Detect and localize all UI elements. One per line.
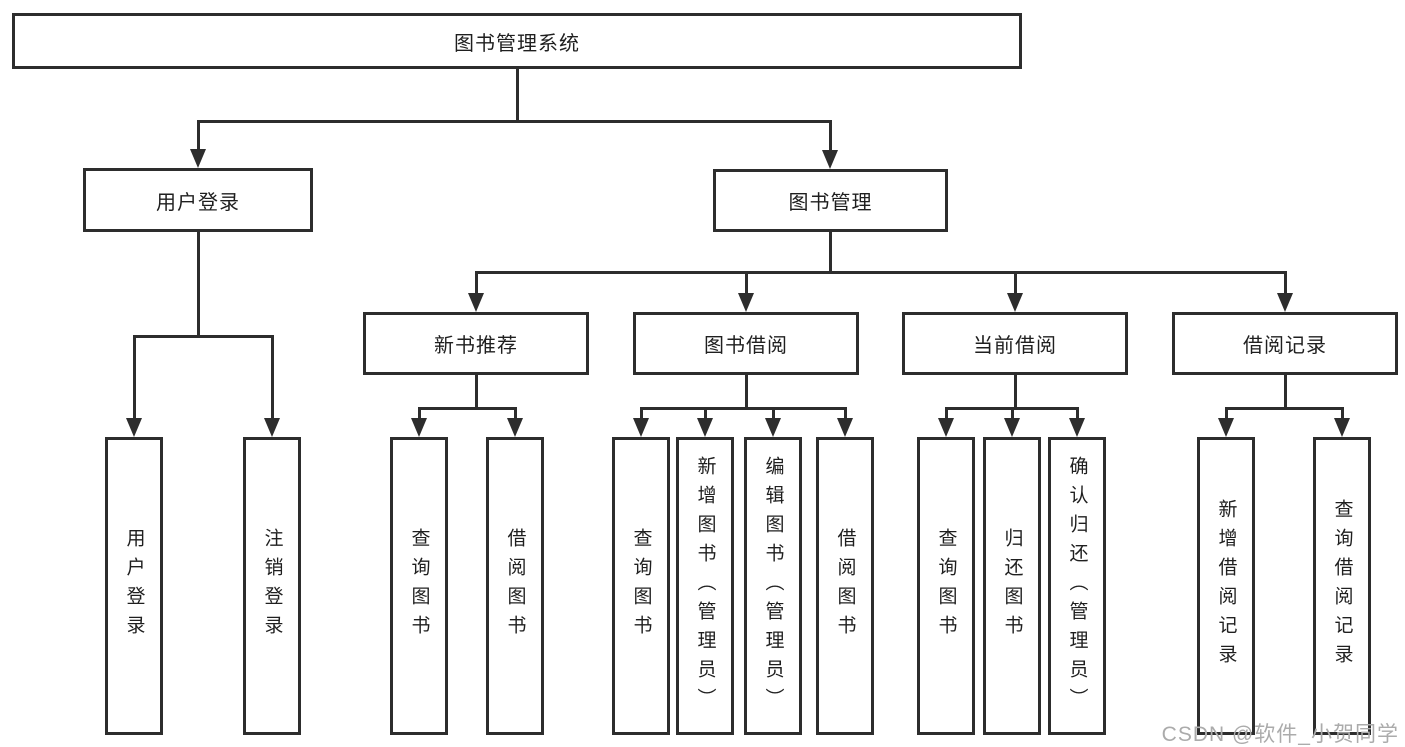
arrow-down-icon	[468, 293, 484, 312]
connector-line	[1224, 406, 1228, 421]
connector-line	[513, 406, 517, 421]
connector-line	[1283, 375, 1287, 410]
node-edit-book-admin: 编辑图书（管理员）	[744, 437, 802, 735]
connector-line	[1075, 406, 1079, 421]
arrow-down-icon	[1334, 418, 1350, 437]
connector-line	[132, 334, 136, 421]
node-label: 图书管理系统	[454, 32, 580, 55]
connector-line	[196, 232, 200, 338]
connector-line	[196, 119, 832, 123]
arrow-down-icon	[837, 418, 853, 437]
node-borrowing-records: 借阅记录	[1172, 312, 1398, 375]
connector-line	[1013, 375, 1017, 410]
connector-line	[132, 334, 274, 338]
arrow-down-icon	[1069, 418, 1085, 437]
node-label: 查询图书	[630, 528, 652, 644]
arrow-down-icon	[765, 418, 781, 437]
connector-line	[1224, 406, 1344, 410]
connector-line	[944, 406, 948, 421]
connector-line	[703, 406, 707, 421]
node-label: 编辑图书（管理员）	[762, 455, 784, 717]
connector-line	[515, 69, 519, 123]
connector-line	[744, 270, 748, 296]
connector-line	[1283, 270, 1287, 296]
node-borrow-books-recommendation: 借阅图书	[486, 437, 544, 735]
arrow-down-icon	[738, 293, 754, 312]
node-borrow-books-borrowing: 借阅图书	[816, 437, 874, 735]
node-label: 新增图书（管理员）	[694, 455, 716, 717]
arrow-down-icon	[507, 418, 523, 437]
connector-line	[474, 375, 478, 410]
node-label: 注销登录	[261, 528, 283, 644]
node-query-books-borrowing: 查询图书	[612, 437, 670, 735]
connector-line	[474, 270, 478, 296]
node-query-borrowing-record: 查询借阅记录	[1313, 437, 1371, 735]
node-library-management-system: 图书管理系统	[12, 13, 1022, 69]
node-label: 借阅图书	[504, 528, 526, 644]
node-label: 归还图书	[1001, 528, 1023, 644]
arrow-down-icon	[1277, 293, 1293, 312]
arrow-down-icon	[1004, 418, 1020, 437]
node-label: 确认归还（管理员）	[1066, 455, 1088, 717]
connector-line	[771, 406, 775, 421]
arrow-down-icon	[822, 150, 838, 169]
node-label: 用户登录	[156, 191, 240, 214]
node-book-management: 图书管理	[713, 169, 948, 232]
connector-line	[639, 406, 643, 421]
connector-line	[1340, 406, 1344, 421]
connector-line	[843, 406, 847, 421]
node-label: 查询借阅记录	[1331, 499, 1353, 673]
node-query-books-current: 查询图书	[917, 437, 975, 735]
node-label: 借阅图书	[834, 528, 856, 644]
node-label: 借阅记录	[1243, 335, 1327, 357]
node-label: 查询图书	[935, 528, 957, 644]
node-label: 图书借阅	[704, 335, 788, 357]
node-current-borrowing: 当前借阅	[902, 312, 1128, 375]
arrow-down-icon	[411, 418, 427, 437]
node-user-login-leaf: 用户登录	[105, 437, 163, 735]
connector-line	[828, 119, 832, 153]
node-label: 当前借阅	[973, 335, 1057, 357]
arrow-down-icon	[1007, 293, 1023, 312]
connector-line	[270, 334, 274, 421]
watermark: CSDN @软件_小贺同学	[1161, 723, 1399, 746]
arrow-down-icon	[190, 149, 206, 168]
node-label: 查询图书	[408, 528, 430, 644]
arrow-down-icon	[1218, 418, 1234, 437]
arrow-down-icon	[264, 418, 280, 437]
connector-line	[639, 406, 847, 410]
connector-line	[1013, 270, 1017, 296]
node-new-book-recommendation: 新书推荐	[363, 312, 589, 375]
node-label: 图书管理	[788, 192, 873, 214]
connector-line	[196, 119, 200, 152]
arrow-down-icon	[633, 418, 649, 437]
connector-line	[1010, 406, 1014, 421]
connector-line	[417, 406, 517, 410]
node-label: 用户登录	[123, 528, 145, 644]
node-query-books-recommendation: 查询图书	[390, 437, 448, 735]
node-book-borrowing: 图书借阅	[633, 312, 859, 375]
node-add-book-admin: 新增图书（管理员）	[676, 437, 734, 735]
node-add-borrowing-record: 新增借阅记录	[1197, 437, 1255, 735]
connector-line	[744, 375, 748, 410]
connector-line	[417, 406, 421, 421]
node-label: 新增借阅记录	[1215, 499, 1237, 673]
arrow-down-icon	[697, 418, 713, 437]
connector-line	[474, 270, 1287, 274]
arrow-down-icon	[938, 418, 954, 437]
node-confirm-return-admin: 确认归还（管理员）	[1048, 437, 1106, 735]
node-logout: 注销登录	[243, 437, 301, 735]
arrow-down-icon	[126, 418, 142, 437]
node-return-books: 归还图书	[983, 437, 1041, 735]
connector-line	[828, 232, 832, 274]
node-user-login: 用户登录	[83, 168, 313, 232]
node-label: 新书推荐	[434, 335, 518, 357]
